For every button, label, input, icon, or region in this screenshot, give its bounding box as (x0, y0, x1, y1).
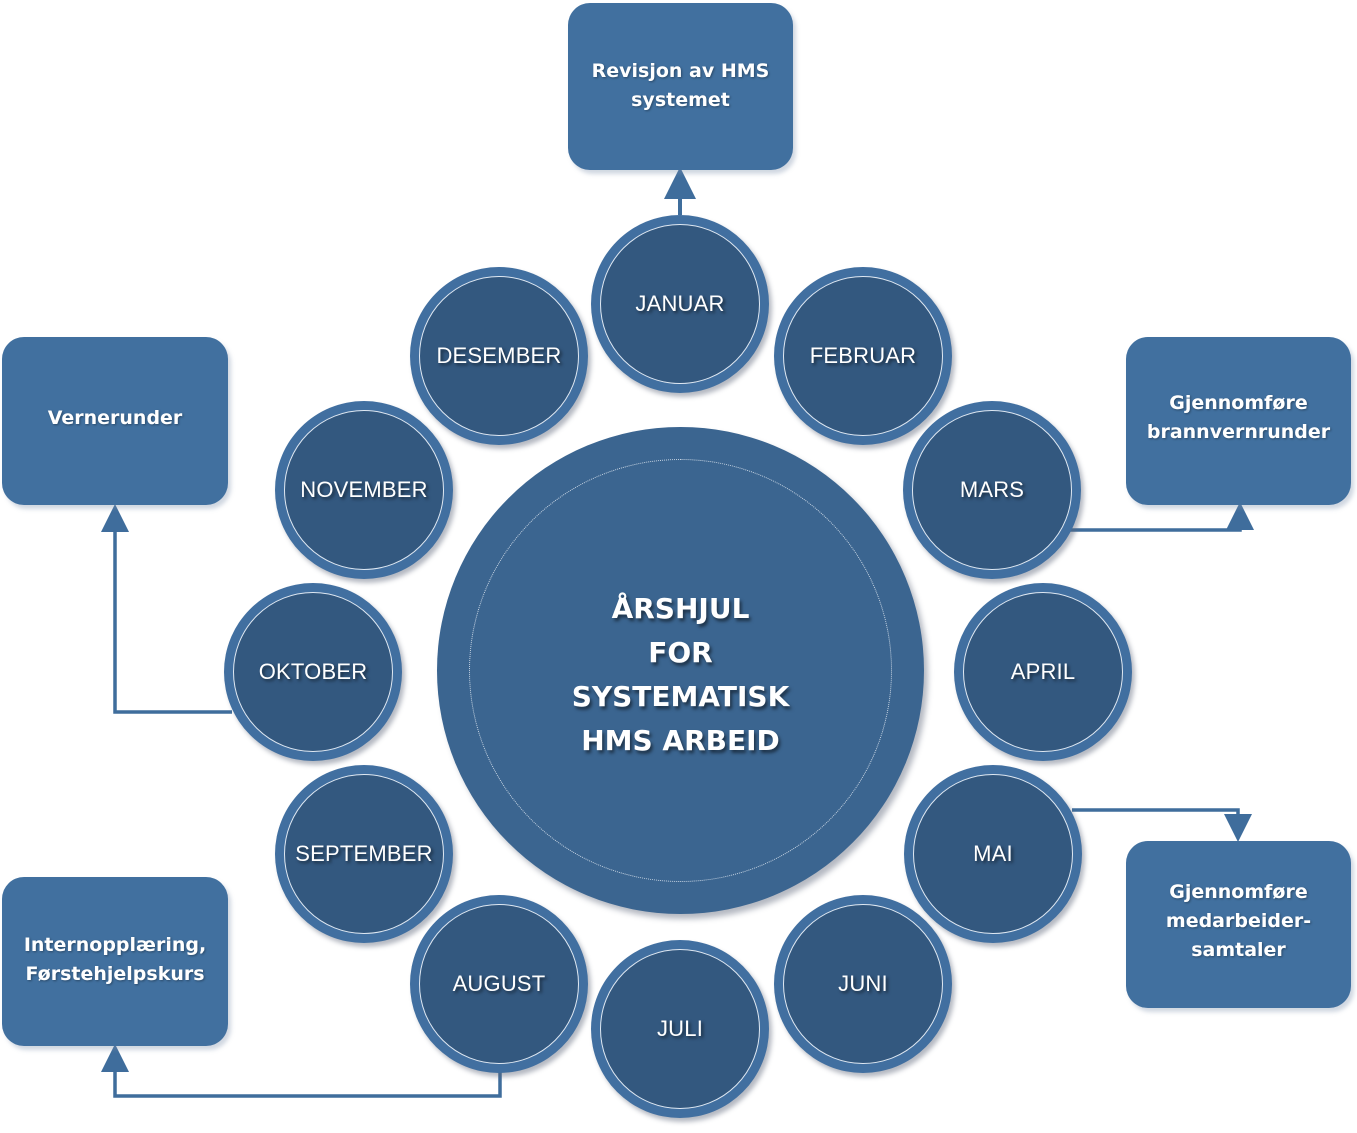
connector-oktober (101, 504, 232, 714)
activity-box-vernerunder: Vernerunder (2, 337, 228, 505)
month-inner: SEPTEMBER (284, 774, 444, 934)
month-label: AUGUST (452, 971, 546, 996)
activity-text: Vernerunder (47, 407, 183, 429)
month-juni: JUNI (774, 895, 952, 1073)
month-januar: JANUAR (591, 215, 769, 393)
activity-text: Gjennomføre medarbeider- samtaler (1165, 881, 1312, 961)
month-label: JUNI (838, 971, 888, 996)
activity-box-internopplaering: Internopplæring, Førstehjelpskurs (2, 877, 228, 1046)
activity-text: Gjennomføre brannvernrunder (1146, 392, 1331, 443)
month-inner: JUNI (783, 904, 943, 1064)
month-label: JULI (656, 1016, 704, 1041)
month-label: DESEMBER (436, 343, 562, 368)
hub-title-line: FOR (648, 636, 713, 669)
month-august: AUGUST (410, 895, 588, 1073)
month-oktober: OKTOBER (224, 583, 402, 761)
month-label: NOVEMBER (300, 477, 428, 502)
month-inner: DESEMBER (419, 276, 579, 436)
month-april: APRIL (954, 583, 1132, 761)
hub-title-line: ÅRSHJUL (611, 592, 750, 625)
month-inner: JANUAR (600, 224, 760, 384)
center-hub: ÅRSHJUL FOR SYSTEMATISK HMS ARBEID (437, 427, 924, 914)
month-februar: FEBRUAR (774, 267, 952, 445)
month-label: APRIL (1010, 659, 1076, 684)
hub-dotted-ring (469, 459, 892, 882)
month-label: MARS (959, 477, 1025, 502)
activity-text: Internopplæring, Førstehjelpskurs (23, 934, 207, 985)
month-inner: JULI (600, 949, 760, 1109)
month-inner: AUGUST (419, 904, 579, 1064)
hub-title: ÅRSHJUL FOR SYSTEMATISK HMS ARBEID (437, 587, 924, 763)
month-september: SEPTEMBER (275, 765, 453, 943)
month-inner: MARS (912, 410, 1072, 570)
month-label: SEPTEMBER (295, 841, 433, 866)
month-juli: JULI (591, 940, 769, 1118)
month-november: NOVEMBER (275, 401, 453, 579)
activity-text: Revisjon av HMS systemet (591, 60, 770, 111)
activity-box-revisjon: Revisjon av HMS systemet (568, 3, 793, 170)
month-label: FEBRUAR (809, 343, 917, 368)
activity-box-medarbeidersamtaler: Gjennomføre medarbeider- samtaler (1126, 841, 1351, 1008)
hub-title-line: SYSTEMATISK (571, 680, 790, 713)
connector-mars (1070, 502, 1254, 532)
month-inner: APRIL (963, 592, 1123, 752)
month-label: OKTOBER (258, 659, 368, 684)
month-inner: FEBRUAR (783, 276, 943, 436)
month-desember: DESEMBER (410, 267, 588, 445)
month-mars: MARS (903, 401, 1081, 579)
month-label: JANUAR (635, 291, 725, 316)
month-inner: OKTOBER (233, 592, 393, 752)
hub-title-line: HMS ARBEID (581, 724, 780, 757)
month-inner: MAI (913, 774, 1073, 934)
connector-mai (1072, 808, 1252, 842)
activity-box-brannvernrunder: Gjennomføre brannvernrunder (1126, 337, 1351, 505)
month-label: MAI (973, 841, 1013, 866)
month-inner: NOVEMBER (284, 410, 444, 570)
connector-august (101, 1044, 502, 1098)
month-mai: MAI (904, 765, 1082, 943)
